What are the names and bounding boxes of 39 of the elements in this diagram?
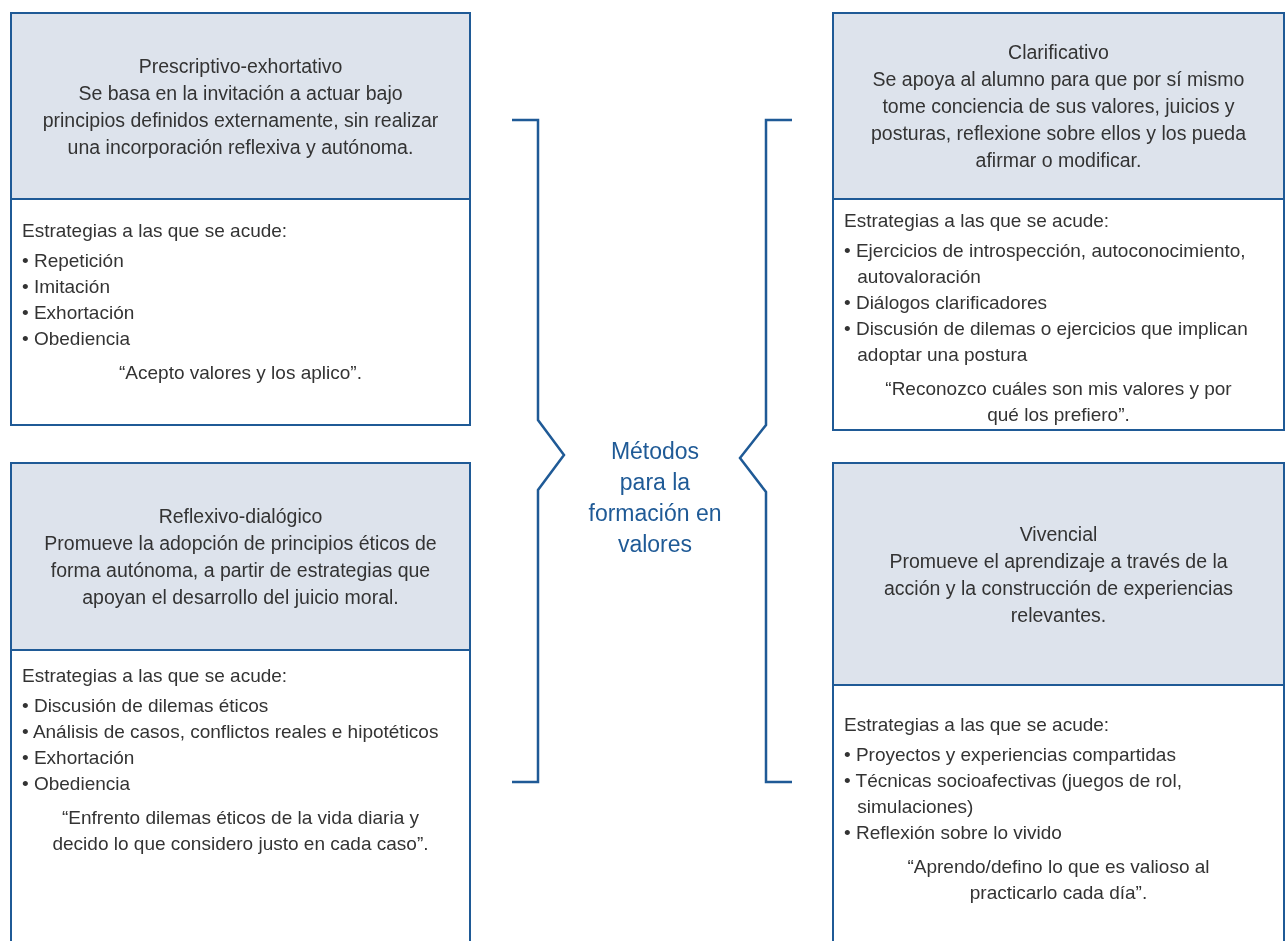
bullet-item: • Diálogos clarificadores (844, 291, 1049, 315)
quote-text: “Aprendo/defino lo que es valioso al practicarlo cada día”. (906, 855, 1211, 905)
method-title: Clarificativo (1008, 40, 1109, 65)
strategies-heading: Estrategias a las que se acude: (844, 713, 1111, 737)
bullet-item: • Exhortación (22, 746, 136, 770)
bullet-item: • Reflexión sobre lo vivido (844, 821, 1063, 845)
bullet-item: • Exhortación (22, 301, 136, 325)
card-header (834, 464, 1283, 686)
strategies-heading: Estrategias a las que se acude: (844, 209, 1111, 233)
central-title: Métodos para la formación en valores (587, 437, 723, 559)
method-card (10, 12, 471, 426)
bullet-item: • Imitación (22, 275, 111, 299)
strategies-heading: Estrategias a las que se acude: (22, 664, 289, 688)
bullet-item: • Repetición (22, 249, 125, 273)
quote-text: “Reconozco cuáles son mis valores y por qué los prefiero”. (884, 377, 1233, 427)
bullet-item: • Análisis de casos, conflictos reales e hipotéticos (22, 720, 440, 744)
bullet-item: • Ejercicios de introspección, autoconocimiento, autovaloración (844, 239, 1247, 289)
bullet-item: • Obediencia (22, 772, 132, 796)
method-title: Reflexivo-dialógico (158, 504, 323, 529)
quote-text: “Enfrento dilemas éticos de la vida diaria y decido lo que considero justo en cada caso”. (51, 806, 430, 856)
card-header (12, 464, 469, 651)
bullet-item: • Discusión de dilemas éticos (22, 694, 270, 718)
method-description: Se apoya al alumno para que por sí mismo tome conciencia de sus valores, juicios y posturas, reflexione sobre ellos y los pueda afirmar o modificar. (869, 67, 1248, 173)
method-card (832, 462, 1285, 941)
bullet-item: • Proyectos y experiencias compartidas (844, 743, 1177, 767)
card-header (12, 14, 469, 200)
method-title: Vivencial (1019, 521, 1098, 547)
strategies-heading: Estrategias a las que se acude: (22, 219, 289, 243)
card-header (834, 14, 1283, 200)
method-card (832, 12, 1285, 431)
method-description: Promueve la adopción de principios éticos de forma autónoma, a partir de estrategias que apoyan el desarrollo del juicio moral. (43, 531, 438, 610)
quote-text: “Acepto valores y los aplico”. (118, 361, 363, 385)
bullet-item: • Técnicas socioafectivas (juegos de rol, simulaciones) (844, 769, 1183, 819)
method-title: Prescriptivo-exhortativo (138, 53, 343, 79)
bullet-item: • Discusión de dilemas o ejercicios que implican adoptar una postura (844, 317, 1249, 367)
method-description: Promueve el aprendizaje a través de la acción y la construcción de experiencias relevantes. (883, 548, 1234, 628)
method-description: Se basa en la invitación a actuar bajo principios definidos externamente, sin realizar una incorporación reflexiva y autónoma. (41, 80, 440, 160)
bullet-item: • Obediencia (22, 327, 132, 351)
method-card (10, 462, 471, 941)
